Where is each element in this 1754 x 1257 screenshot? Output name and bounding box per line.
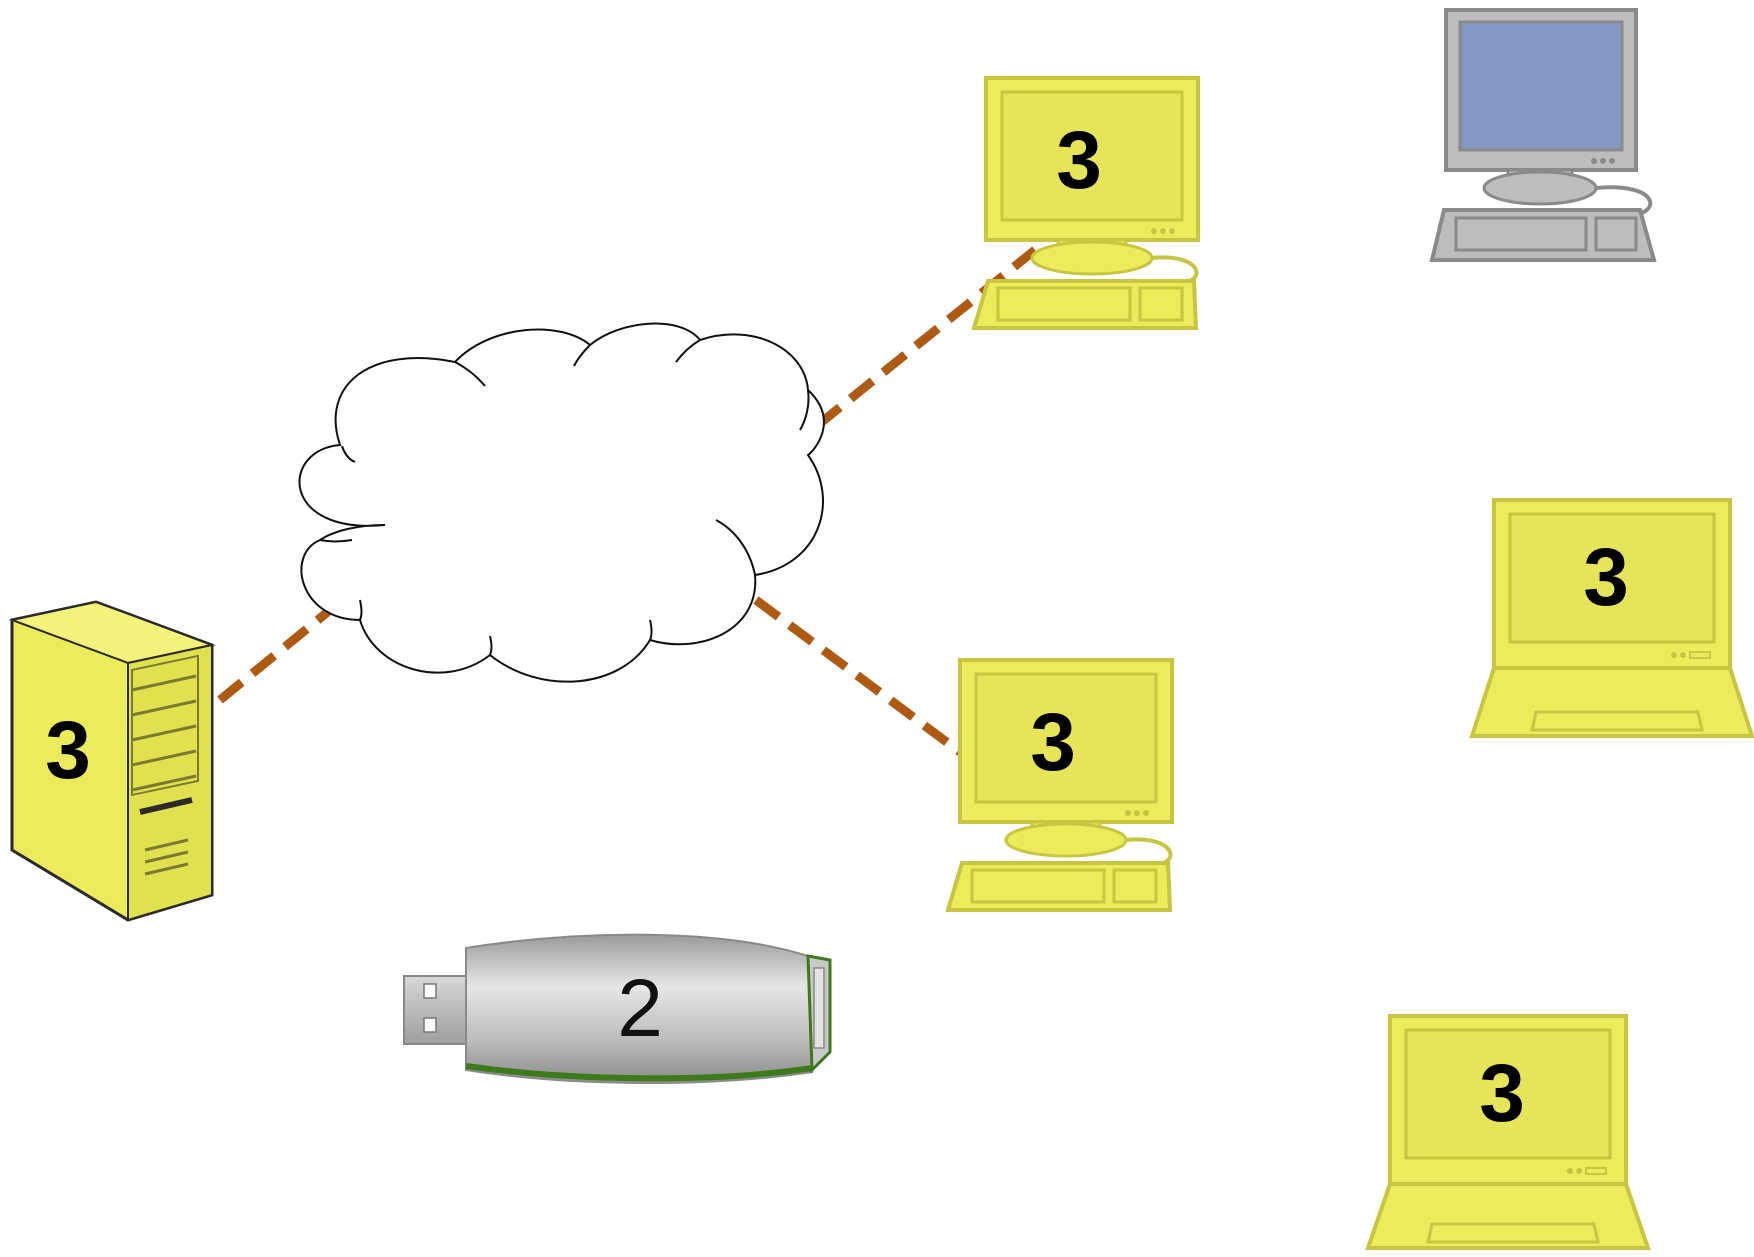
server-tower-icon: 3 <box>8 600 216 922</box>
usb-drive-icon: 2 <box>403 933 832 1084</box>
usb-count-label: 2 <box>617 963 663 1054</box>
desktop1-count-label: 3 <box>1056 115 1102 206</box>
desktop-computer-icon <box>1429 8 1657 262</box>
desktop2-count-label: 3 <box>1030 697 1076 788</box>
link-server-cloud <box>217 606 333 704</box>
laptop-icon: 3 <box>1365 1014 1651 1250</box>
link-cloud-desktop1 <box>815 246 1038 429</box>
desktop-computer-icon: 3 <box>945 658 1174 912</box>
laptop-icon: 3 <box>1469 498 1754 738</box>
link-cloud-desktop2 <box>753 596 963 756</box>
cloud-icon <box>298 322 825 683</box>
laptop2-count-label: 3 <box>1479 1048 1525 1139</box>
server-count-label: 3 <box>45 705 91 796</box>
desktop-computer-icon: 3 <box>971 76 1200 330</box>
laptop1-count-label: 3 <box>1583 532 1629 623</box>
